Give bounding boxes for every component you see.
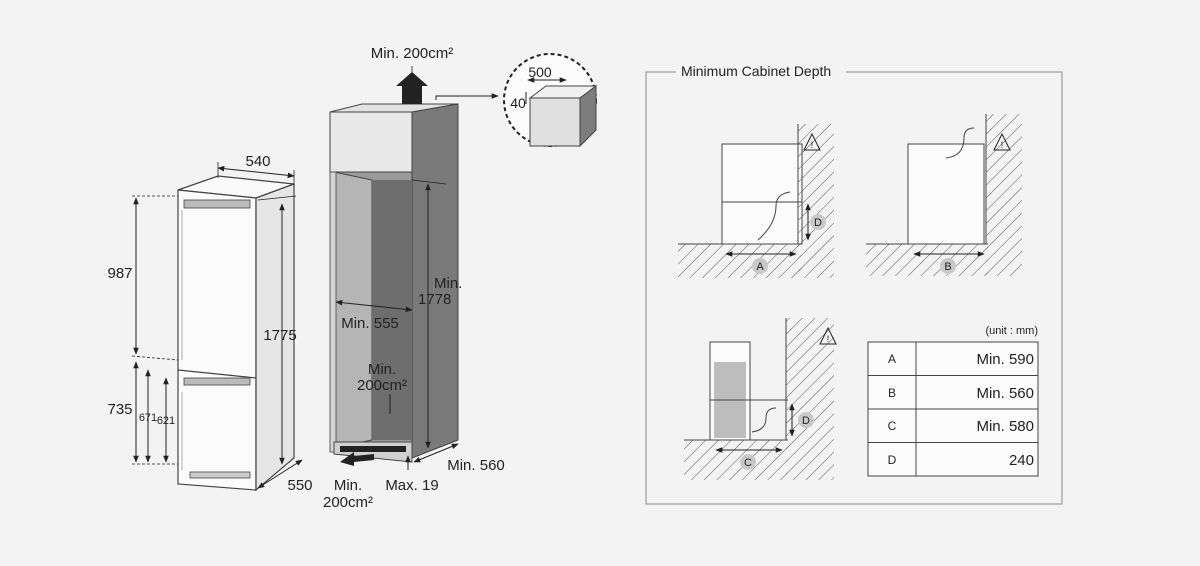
sketch-a: ! A D	[678, 124, 834, 278]
table-row-d-key: D	[888, 453, 897, 467]
fridge-lower-dim-1-label: 671	[139, 412, 157, 424]
fridge-total-height-label: 1775	[263, 327, 296, 344]
svg-text:!: !	[827, 334, 830, 344]
detail-width-label: 500	[528, 64, 552, 80]
depth-table: A Min. 590 B Min. 560 C Min. 580 D 240	[867, 341, 1039, 477]
table-row-b-value: Min. 560	[976, 385, 1034, 402]
panel-title: Minimum Cabinet Depth	[681, 63, 831, 79]
cabinet-drawing: Min. 200cm² Min. 1778 Min. 555 Min. 200c…	[323, 45, 505, 511]
inner-width-label: Min. 555	[341, 315, 399, 332]
table-row-a-value: Min. 590	[976, 351, 1034, 368]
fridge-lower-dim-2-label: 621	[157, 415, 175, 427]
svg-text:!: !	[811, 140, 814, 150]
sketch-b: ! B	[866, 114, 1022, 276]
table-row-c-value: Min. 580	[976, 418, 1034, 435]
sketch-a-d-marker: D	[814, 217, 822, 229]
fridge-width-label: 540	[245, 153, 270, 170]
table-row-a-key: A	[888, 352, 896, 366]
table-row-d-value: 240	[1009, 452, 1034, 469]
bottom-vent-label-line2: 200cm²	[323, 494, 373, 511]
sketch-c-d-marker: D	[802, 415, 810, 427]
rear-vent-label-line2: 200cm²	[357, 377, 407, 394]
sketch-c: ! C D	[684, 318, 837, 480]
cabinet-depth-label: Min. 560	[447, 457, 505, 474]
inner-height-label-line1: Min.	[434, 275, 462, 292]
sketch-c-marker: C	[744, 457, 752, 469]
min-depth-panel: Minimum Cabinet Depth ! A D	[645, 62, 1063, 505]
top-vent-label: Min. 200cm²	[371, 45, 454, 62]
plinth-gap-label: Max. 19	[385, 477, 438, 494]
bottom-vent-label-line1: Min.	[334, 477, 362, 494]
fridge-upper-height-label: 987	[107, 265, 132, 282]
rear-vent-label-line1: Min.	[368, 361, 396, 378]
table-row-b-key: B	[888, 386, 896, 400]
svg-text:!: !	[1001, 140, 1004, 150]
fridge-drawing: 540 987 735 671 621 1775 550	[107, 153, 312, 494]
detail-height-label: 40	[510, 95, 526, 111]
sketch-a-marker: A	[756, 261, 764, 273]
unit-label: (unit : mm)	[985, 325, 1038, 337]
fridge-lower-height-label: 735	[107, 401, 132, 418]
detail-circle: 500 40	[503, 53, 598, 148]
fridge-depth-label: 550	[287, 477, 312, 494]
sketch-b-marker: B	[944, 261, 951, 273]
table-row-c-key: C	[888, 419, 897, 433]
inner-height-label-line2: 1778	[418, 291, 451, 308]
